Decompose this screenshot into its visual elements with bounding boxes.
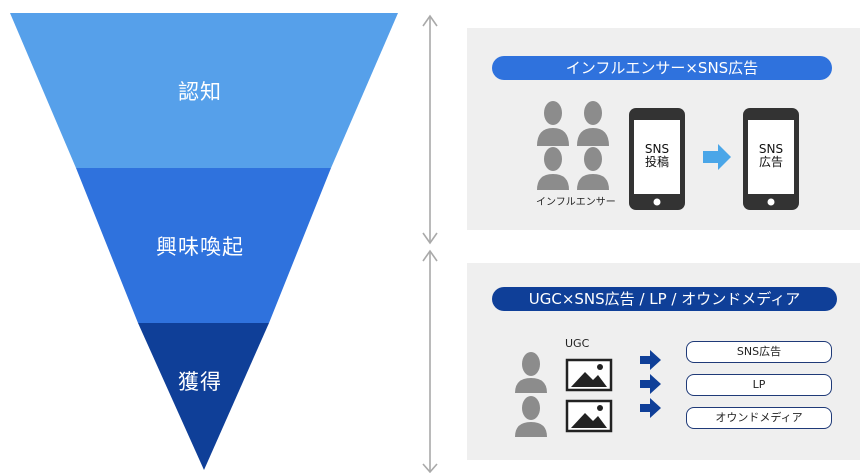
image-icon xyxy=(565,399,613,433)
person-icon xyxy=(515,352,547,393)
influencer-icons xyxy=(537,101,609,190)
output-box-lp: LP xyxy=(686,374,832,396)
bracket-arrow-top xyxy=(422,14,438,245)
output-box-sns-ad: SNS広告 xyxy=(686,341,832,363)
funnel-stage-acquisition xyxy=(138,323,269,470)
bracket-arrow-bottom xyxy=(422,249,438,473)
stage-label-acquisition: 獲得 xyxy=(178,370,222,394)
ugc-label: UGC xyxy=(565,337,590,350)
phone2-text-line1: SNS xyxy=(758,142,784,156)
person-icon xyxy=(577,147,609,190)
stage-label-interest: 興味喚起 xyxy=(156,235,244,259)
arrow-right-icon xyxy=(640,398,661,418)
stage-label-awareness: 認知 xyxy=(178,80,222,104)
bottom-panel-graphics xyxy=(515,350,661,437)
influencer-caption: インフルエンサー xyxy=(536,197,616,208)
person-icon xyxy=(537,101,569,146)
phone1-text-line1: SNS xyxy=(644,142,670,156)
phone2-text-line2: 広告 xyxy=(758,155,783,169)
phone1-text-line2: 投稿 xyxy=(644,155,669,169)
image-icon xyxy=(565,358,613,392)
funnel-stage-interest xyxy=(76,168,331,323)
bottom-panel-title: UGC×SNS広告 / LP / オウンドメディア xyxy=(492,287,837,311)
top-panel-graphics xyxy=(537,101,799,210)
smartphone-icon xyxy=(743,108,799,210)
arrow-right-icon xyxy=(640,350,661,370)
top-panel-title: インフルエンサー×SNS広告 xyxy=(492,56,832,80)
person-icon xyxy=(577,101,609,146)
arrow-right-icon xyxy=(703,144,731,170)
funnel-stage-awareness xyxy=(10,13,398,168)
output-arrows xyxy=(640,350,661,418)
output-box-owned-media: オウンドメディア xyxy=(686,407,832,429)
ugc-person-icons xyxy=(515,352,547,437)
smartphone-icon xyxy=(629,108,685,210)
arrow-right-icon xyxy=(640,374,661,394)
person-icon xyxy=(537,147,569,190)
person-icon xyxy=(515,396,547,437)
